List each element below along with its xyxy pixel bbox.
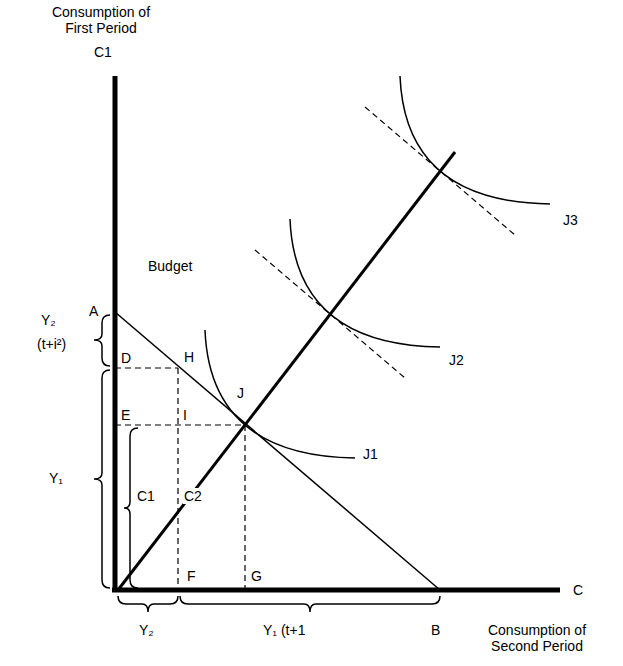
point-label: F bbox=[186, 568, 197, 584]
point-label: J1 bbox=[362, 446, 379, 462]
point-label: J3 bbox=[562, 212, 579, 228]
indifference-curve bbox=[205, 330, 355, 458]
point-label: A bbox=[88, 303, 99, 319]
y-axis bbox=[113, 76, 118, 592]
dashed-guide bbox=[115, 424, 245, 425]
dashed-guide bbox=[177, 368, 178, 590]
point-label: J2 bbox=[448, 352, 465, 368]
point-label: Y₁ bbox=[48, 470, 64, 486]
brace bbox=[94, 315, 110, 366]
point-label: Budget bbox=[147, 258, 193, 274]
point-label: C1 bbox=[136, 488, 156, 504]
point-label: G bbox=[250, 568, 263, 584]
point-label: J bbox=[236, 385, 245, 401]
dashed-guide bbox=[115, 367, 178, 368]
axis-title: Consumption of First Period bbox=[40, 4, 162, 36]
point-label: E bbox=[120, 407, 131, 423]
point-label: H bbox=[183, 349, 195, 365]
dashed-guide bbox=[244, 425, 245, 590]
point-label: C bbox=[572, 582, 584, 598]
point-label: D bbox=[120, 350, 132, 366]
point-label: Y₂ bbox=[138, 622, 155, 638]
point-label: Y₁ (t+1 bbox=[262, 622, 306, 638]
axis-title: Consumption of Second Period bbox=[466, 622, 608, 654]
budget-line bbox=[115, 312, 440, 590]
point-label: B bbox=[430, 622, 441, 638]
x-axis bbox=[112, 588, 560, 593]
brace bbox=[124, 428, 138, 588]
brace bbox=[94, 370, 110, 588]
point-label: (t+i²) bbox=[36, 336, 67, 352]
point-label: I bbox=[182, 407, 188, 423]
indifference-curve bbox=[400, 76, 550, 204]
indifference-curve bbox=[290, 219, 440, 347]
brace bbox=[180, 596, 440, 612]
brace bbox=[118, 596, 178, 612]
expansion-ray bbox=[118, 152, 455, 590]
point-label: Y₂ bbox=[40, 312, 57, 328]
point-label: C1 bbox=[93, 44, 113, 60]
point-label: C2 bbox=[183, 488, 203, 504]
